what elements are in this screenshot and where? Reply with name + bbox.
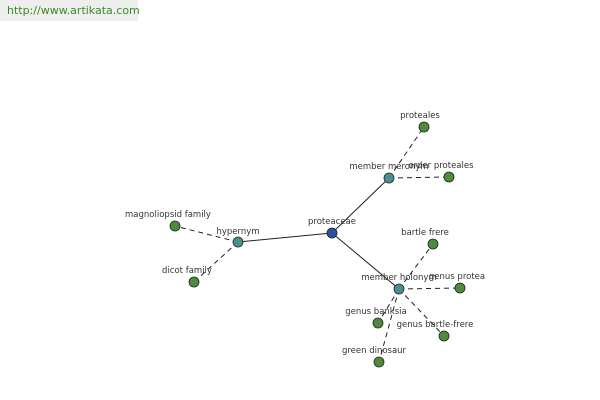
site-url-link[interactable]: http://www.artikata.com — [7, 4, 140, 17]
node-label-genus-protea[interactable]: genus protea — [429, 272, 485, 282]
site-url-bar: http://www.artikata.com — [0, 0, 140, 21]
node-proteales[interactable] — [418, 121, 430, 133]
node-label-proteales[interactable]: proteales — [400, 111, 440, 121]
node-genus-protea[interactable] — [454, 282, 466, 294]
node-label-genus-bartle-frere[interactable]: genus bartle-frere — [397, 320, 474, 330]
edge-member-holonym-to-bartle-frere — [398, 243, 434, 290]
node-member-meronym[interactable] — [383, 172, 395, 184]
node-label-member-meronym[interactable]: member meronym — [349, 162, 428, 172]
edges-layer — [174, 126, 461, 363]
edge-member-holonym-to-genus-protea — [398, 287, 461, 290]
node-genus-banksia[interactable] — [372, 317, 384, 329]
edge-member-holonym-to-green-dinosaur — [378, 288, 400, 363]
node-member-holonym[interactable] — [393, 283, 405, 295]
node-magnoliopsid-family[interactable] — [169, 220, 181, 232]
node-label-order-proteales[interactable]: order proteales — [408, 161, 474, 171]
node-dicot-family[interactable] — [188, 276, 200, 288]
edge-hypernym-to-magnoliopsid-family — [174, 225, 239, 243]
edge-member-holonym-to-genus-banksia — [377, 288, 400, 324]
node-label-proteaceae[interactable]: proteaceae — [308, 217, 356, 227]
edge-hypernym-to-dicot-family — [193, 241, 239, 283]
node-label-green-dinosaur[interactable]: green dinosaur — [342, 346, 407, 356]
edge-member-meronym-to-order-proteales — [388, 176, 450, 179]
node-bartle-frere[interactable] — [427, 238, 439, 250]
node-hypernym[interactable] — [232, 236, 244, 248]
node-order-proteales[interactable] — [443, 171, 455, 183]
edge-proteaceae-to-hypernym — [237, 232, 333, 243]
node-proteaceae[interactable] — [326, 227, 338, 239]
node-label-hypernym[interactable]: hypernym — [216, 227, 259, 237]
nodes-layer — [169, 121, 466, 368]
node-green-dinosaur[interactable] — [373, 356, 385, 368]
node-label-dicot-family[interactable]: dicot family — [162, 266, 212, 276]
edge-proteaceae-to-member-holonym — [331, 232, 400, 290]
edge-proteaceae-to-member-meronym — [331, 177, 390, 234]
node-label-member-holonym[interactable]: member holonym — [361, 273, 436, 283]
node-label-magnoliopsid-family[interactable]: magnoliopsid family — [125, 210, 211, 220]
node-genus-bartle-frere[interactable] — [438, 330, 450, 342]
edge-member-holonym-to-genus-bartle-frere — [398, 288, 445, 337]
edge-member-meronym-to-proteales — [388, 126, 425, 179]
labels-layer: proteaceae hypernym member meronym member h… — [125, 111, 485, 356]
node-label-genus-banksia[interactable]: genus banksia — [345, 307, 406, 317]
node-label-bartle-frere[interactable]: bartle frere — [401, 228, 449, 238]
